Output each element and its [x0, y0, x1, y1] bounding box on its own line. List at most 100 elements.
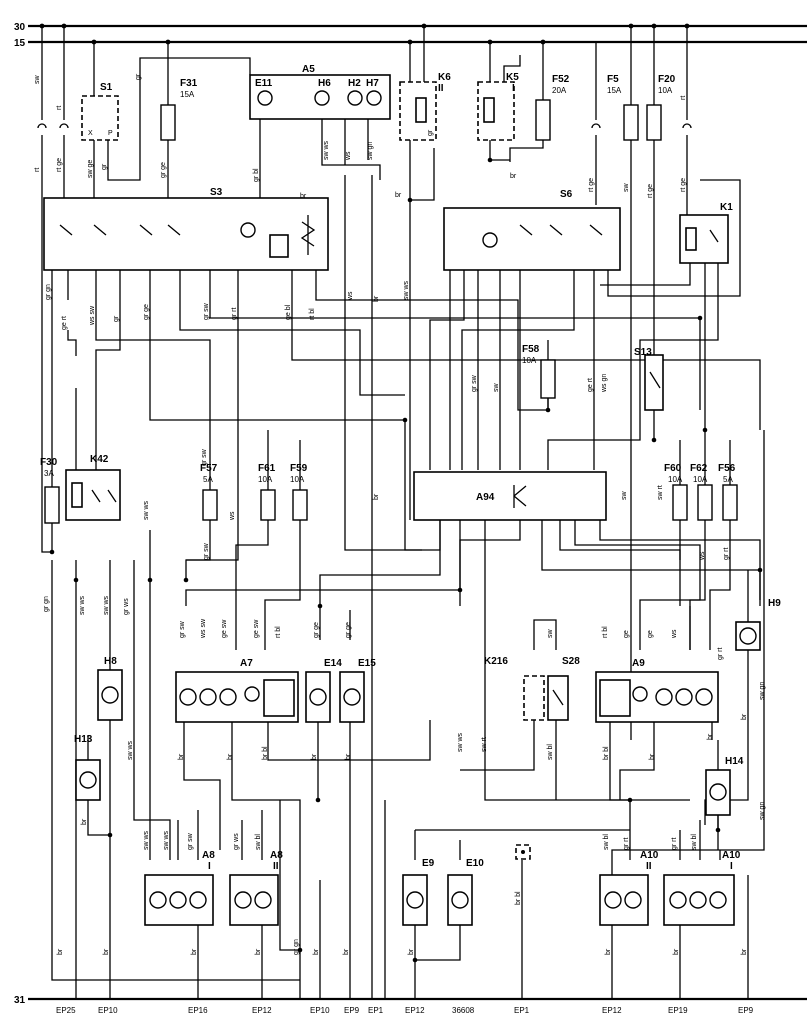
svg-text:br: br — [395, 192, 402, 199]
svg-text:br: br — [605, 948, 612, 955]
svg-text:gr sw: gr sw — [203, 542, 210, 560]
svg-text:gr rt: gr rt — [717, 648, 724, 661]
relay-k1: K1 — [679, 202, 733, 264]
svg-text:sw: sw — [623, 183, 630, 193]
fuse-f61: F61 10A — [258, 463, 276, 521]
svg-text:rt: rt — [680, 96, 687, 100]
ground-ep12: EP12 — [405, 1006, 425, 1015]
svg-text:F30: F30 — [40, 457, 58, 468]
svg-text:gr gn: gr gn — [43, 596, 50, 612]
svg-text:sw: sw — [547, 629, 554, 639]
svg-text:gr ge: gr ge — [160, 162, 167, 178]
svg-text:sw: sw — [34, 75, 41, 85]
module-a9: A9 — [595, 658, 719, 723]
fuse-f52: F52 20A — [535, 74, 570, 141]
fuse-f31: F31 15A — [160, 78, 198, 141]
svg-text:S6: S6 — [560, 189, 573, 200]
svg-text:sw bl: sw bl — [547, 744, 554, 760]
svg-text:A5: A5 — [302, 64, 315, 75]
svg-text:rt ge: rt ge — [588, 178, 595, 192]
svg-text:A8: A8 — [270, 850, 283, 861]
fuse-f58: F58 10A — [522, 344, 556, 399]
svg-text:br: br — [649, 753, 656, 760]
svg-text:br: br — [673, 948, 680, 955]
lamp-h14: H14 — [705, 756, 744, 816]
ground-ep10: EP10 — [98, 1006, 118, 1015]
ground-ep16: EP16 — [188, 1006, 208, 1015]
svg-text:ge rt: ge rt — [61, 316, 68, 330]
svg-text:sw ge: sw ge — [87, 160, 94, 178]
svg-text:E10: E10 — [466, 858, 484, 869]
svg-text:sw rt: sw rt — [481, 737, 488, 752]
svg-text:H7: H7 — [366, 78, 379, 89]
svg-text:br: br — [300, 193, 307, 200]
svg-text:H14: H14 — [725, 756, 744, 767]
fuse-f56: F56 5A — [718, 463, 738, 521]
svg-text:sw ws: sw ws — [143, 500, 150, 520]
svg-text:E9: E9 — [422, 858, 435, 869]
svg-text:ws: ws — [345, 151, 352, 161]
ground-ep12: EP12 — [252, 1006, 272, 1015]
svg-text:br: br — [373, 493, 380, 500]
svg-text:10A: 10A — [693, 475, 708, 484]
svg-text:20A: 20A — [552, 86, 567, 95]
svg-text:gr ge: gr ge — [313, 622, 320, 638]
svg-text:rt bl: rt bl — [602, 626, 609, 638]
svg-text:br: br — [741, 948, 748, 955]
svg-text:ge bl: ge bl — [285, 304, 292, 320]
wire-color-labels: sw rt rt rt ge sw ge gr gr gr ge gr bl s… — [34, 73, 766, 955]
svg-text:10A: 10A — [668, 475, 683, 484]
svg-text:K42: K42 — [90, 454, 109, 465]
svg-text:br: br — [373, 295, 380, 302]
relay-k42: K42 — [65, 454, 121, 521]
svg-text:F20: F20 — [658, 74, 676, 85]
svg-text:15A: 15A — [180, 90, 195, 99]
module-a7: A7 — [175, 658, 299, 723]
svg-text:rt: rt — [34, 168, 41, 172]
svg-text:3A: 3A — [44, 469, 54, 478]
svg-text:sw ws: sw ws — [79, 595, 86, 615]
lamp-h8: H8 — [97, 656, 123, 721]
svg-text:gr ge: gr ge — [143, 304, 150, 320]
switch-s3: S3 — [43, 187, 329, 271]
svg-text:rt: rt — [56, 106, 63, 110]
svg-text:sw: sw — [493, 383, 500, 393]
svg-text:sw ws: sw ws — [127, 740, 134, 760]
switch-s28: S28 — [547, 656, 580, 721]
svg-text:10A: 10A — [290, 475, 305, 484]
svg-text:gr ge: gr ge — [345, 622, 352, 638]
svg-text:br: br — [57, 948, 64, 955]
svg-text:sw ws: sw ws — [403, 280, 410, 300]
svg-text:K5: K5 — [506, 72, 519, 83]
svg-text:ge sw: ge sw — [253, 619, 260, 638]
svg-text:sw: sw — [621, 491, 628, 501]
svg-text:rt bl: rt bl — [309, 308, 316, 320]
svg-text:br bl: br bl — [515, 891, 522, 905]
ground-ep12: EP12 — [602, 1006, 622, 1015]
svg-text:sw gn: sw gn — [367, 142, 374, 160]
lamp-e15: E15 — [339, 658, 376, 723]
module-a8-ii: A8 II — [229, 850, 283, 926]
svg-text:5A: 5A — [203, 475, 213, 484]
lamp-e9: E9 — [402, 858, 435, 926]
svg-text:II: II — [273, 861, 279, 872]
switch-s13: S13 — [634, 347, 664, 411]
lamp-h9: H9 — [735, 598, 781, 651]
fuse-f60: F60 10A — [664, 463, 688, 521]
svg-text:br: br — [741, 713, 748, 720]
svg-text:gr rt: gr rt — [623, 838, 630, 851]
svg-text:F62: F62 — [690, 463, 708, 474]
svg-text:rt bl: rt bl — [275, 626, 282, 638]
svg-text:rt ge: rt ge — [647, 184, 654, 198]
svg-text:S13: S13 — [634, 347, 652, 358]
svg-text:br: br — [227, 753, 234, 760]
svg-text:K216: K216 — [484, 656, 508, 667]
svg-text:br: br — [408, 948, 415, 955]
fuse-f20: F20 10A — [646, 74, 676, 141]
ground-ep9: EP9 — [738, 1006, 754, 1015]
svg-text:br: br — [103, 948, 110, 955]
ground-point-labels: EP25 EP10 EP16 EP12 EP10 EP9 EP1 EP12 36… — [56, 1006, 754, 1015]
svg-text:A7: A7 — [240, 658, 253, 669]
